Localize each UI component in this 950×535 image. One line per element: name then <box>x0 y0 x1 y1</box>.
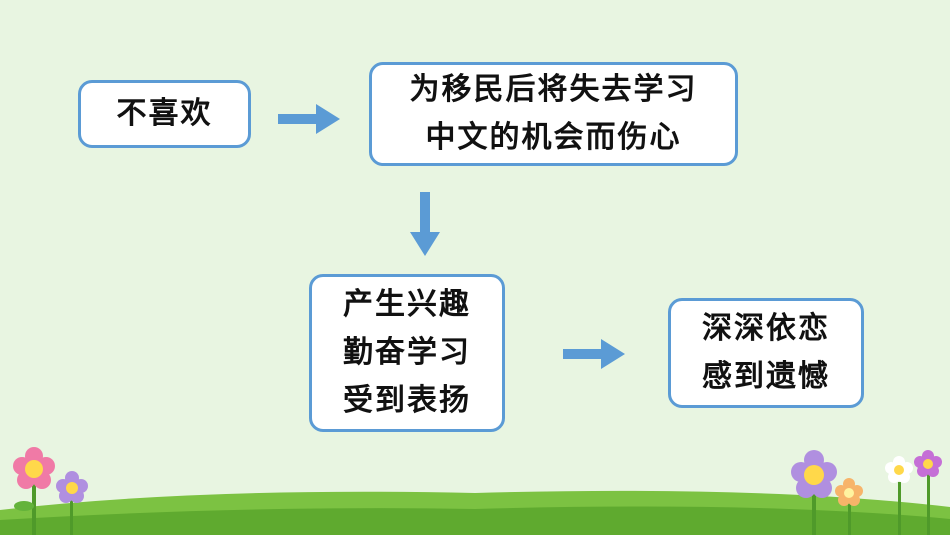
grass-ground <box>0 490 950 535</box>
node-dislike-text: 不喜欢 <box>116 96 213 131</box>
node-attachment-line-1: 深深依恋 <box>702 311 830 346</box>
arrow-down-icon <box>410 192 440 256</box>
node-interest-line-1: 产生兴趣 <box>343 287 471 322</box>
arrow-right-icon <box>563 339 625 369</box>
node-sad-line-1: 为移民后将失去学习 <box>409 72 698 107</box>
node-interest-line-2: 勤奋学习 <box>343 335 471 370</box>
arrow-right-icon <box>278 104 340 134</box>
node-interest: 产生兴趣 勤奋学习 受到表扬 <box>309 274 505 432</box>
flower-right-icon <box>791 450 942 535</box>
node-dislike: 不喜欢 <box>78 80 251 148</box>
node-sad: 为移民后将失去学习 中文的机会而伤心 <box>369 62 738 166</box>
node-attachment: 深深依恋 感到遗憾 <box>668 298 864 408</box>
node-interest-line-3: 受到表扬 <box>343 383 471 418</box>
flower-left-icon <box>13 447 88 535</box>
node-sad-line-2: 中文的机会而伤心 <box>425 120 682 155</box>
node-attachment-line-2: 感到遗憾 <box>702 359 830 394</box>
